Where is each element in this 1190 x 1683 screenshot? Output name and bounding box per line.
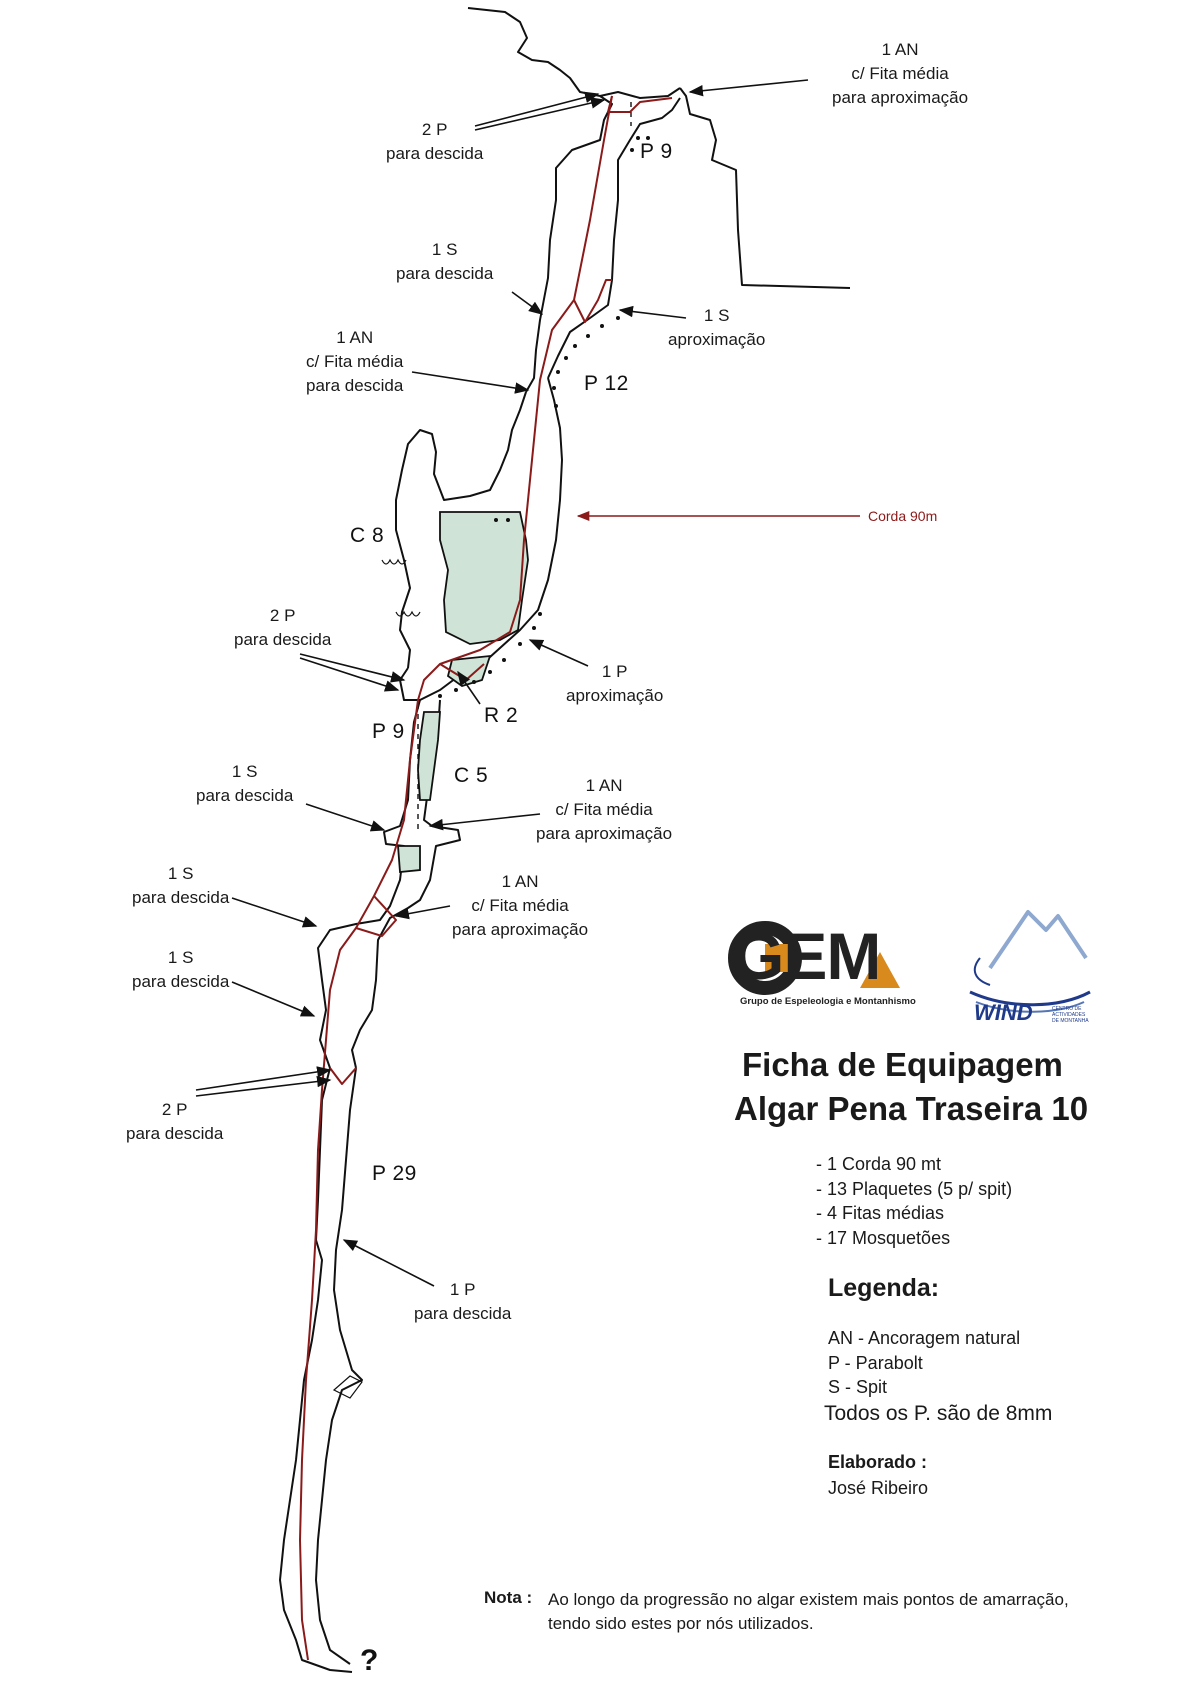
materials-item: - 1 Corda 90 mt	[816, 1154, 942, 1174]
legend-list: AN - Ancoragem natural P - Parabolt S - …	[828, 1326, 1020, 1400]
materials-list: - 1 Corda 90 mt - 13 Plaquetes (5 p/ spi…	[816, 1152, 1012, 1250]
cave-outline	[279, 95, 681, 1673]
section-c5: C 5	[454, 764, 489, 787]
nota-text: Ao longo da progressão no algar existem …	[548, 1590, 1069, 1633]
formations	[332, 558, 421, 1399]
chamber-c5-upper	[417, 711, 441, 801]
gem-logo-mark	[728, 921, 900, 995]
annotation-arrows	[195, 79, 809, 1287]
title-line-1: Ficha de Equipagem	[742, 1046, 1063, 1083]
materials-item: - 17 Mosquetões	[816, 1227, 951, 1248]
wind-logo-mark	[969, 910, 1091, 1013]
legend-item: AN - Ancoragem natural	[828, 1328, 1021, 1348]
rope-label: Corda 90m	[868, 508, 938, 524]
author-label: Elaborado :	[828, 1452, 928, 1472]
gem-logo-subtitle: Grupo de Espeleologia e Montanhismo	[740, 996, 916, 1007]
bolt-dots	[438, 136, 650, 698]
dashed-lines	[417, 102, 632, 830]
end-question-mark: ?	[360, 1644, 379, 1677]
legend-note: Todos os P. são de 8mm	[824, 1402, 1053, 1425]
chamber-r2	[446, 654, 492, 687]
legend-item: S - Spit	[828, 1377, 888, 1397]
materials-item: - 4 Fitas médias	[816, 1203, 945, 1223]
chamber-c5-lower	[397, 845, 421, 873]
section-p12: P 12	[584, 372, 629, 395]
legend-heading: Legenda:	[828, 1274, 940, 1302]
nota-label: Nota :	[484, 1588, 533, 1607]
section-c8: C 8	[350, 524, 385, 547]
title-line-2: Algar Pena Traseira 10	[734, 1090, 1089, 1127]
section-p9-mid: P 9	[372, 720, 405, 743]
section-p29: P 29	[372, 1162, 417, 1185]
wind-logo-text: WIND	[974, 1000, 1033, 1025]
surface-outline	[467, 7, 851, 289]
section-p9-top: P 9	[640, 140, 673, 163]
author-name: José Ribeiro	[828, 1478, 929, 1498]
rope	[299, 95, 673, 1661]
section-r2: R 2	[484, 704, 519, 727]
chamber-c8	[439, 511, 529, 645]
legend-item: P - Parabolt	[828, 1352, 923, 1373]
gem-logo-text: GEM	[733, 919, 881, 993]
materials-item: - 13 Plaquetes (5 p/ spit)	[816, 1178, 1013, 1199]
